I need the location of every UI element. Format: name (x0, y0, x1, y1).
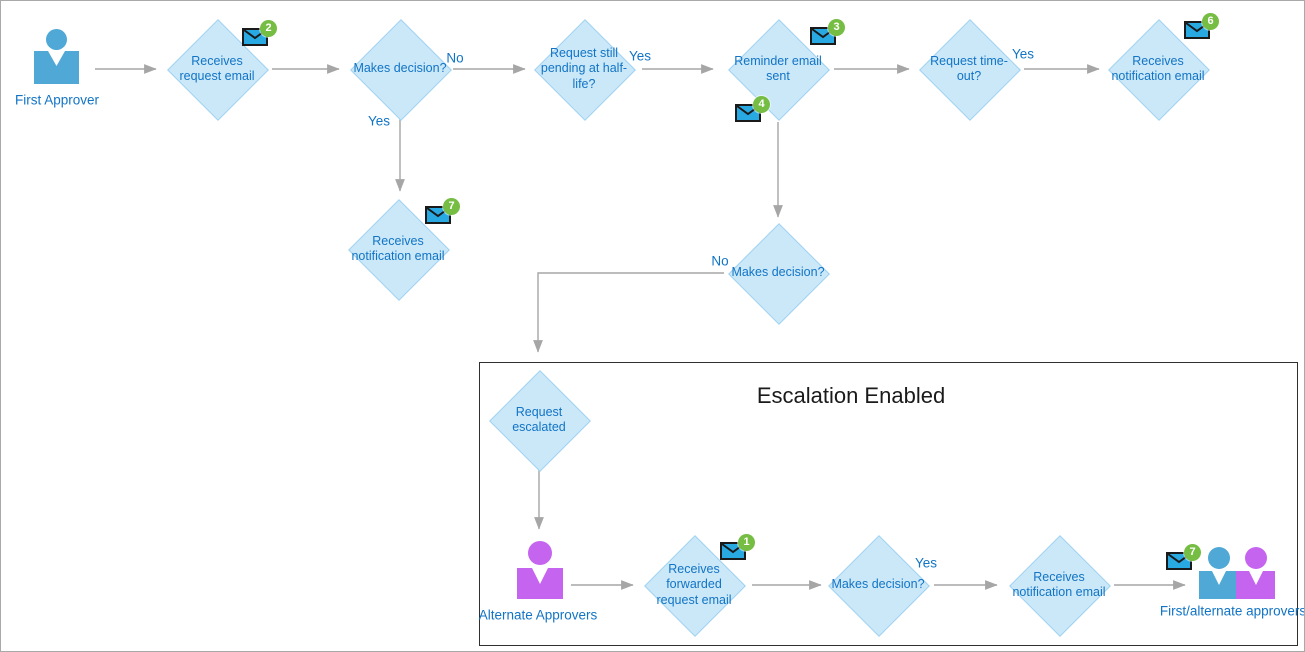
node-makes-decision-alternate: Makes decision? (826, 533, 930, 637)
node-label: Receives request email (179, 53, 255, 83)
email-badge-1: 1 (720, 534, 756, 561)
badge-count: 7 (443, 198, 460, 215)
email-badge-6: 6 (1184, 13, 1220, 40)
node-makes-decision-second: Makes decision? (726, 221, 830, 325)
node-receives-forwarded-request: Receives forwarded request email (642, 533, 746, 637)
escalation-title: Escalation Enabled (756, 383, 946, 408)
badge-count: 4 (753, 96, 770, 113)
email-badge-3: 3 (810, 19, 846, 46)
edge-label-yes: Yes (367, 113, 391, 129)
edge-label-yes: Yes (1011, 46, 1035, 62)
node-receives-notification-alternate: Receives notification email (1007, 533, 1111, 637)
badge-count: 2 (260, 20, 277, 37)
node-receives-request-email: Receives request email (165, 17, 269, 121)
node-label: Makes decision? (731, 265, 825, 280)
badge-count: 1 (738, 534, 755, 551)
edge-label-no: No (711, 253, 729, 269)
person-icon (517, 541, 563, 599)
email-badge-7-alt: 7 (1166, 544, 1202, 571)
node-receives-notification-timeout: Receives notification email (1106, 17, 1210, 121)
node-request-still-pending: Request still pending at half-life? (532, 17, 636, 121)
first-approver-actor (34, 29, 79, 89)
node-label: Request still pending at half-life? (540, 46, 628, 91)
node-request-escalated: Request escalated (487, 368, 591, 472)
first-approver-label: First Approver (14, 92, 100, 108)
node-label: Makes decision? (831, 577, 925, 592)
node-label: Makes decision? (353, 61, 447, 76)
alternate-approvers-actor (517, 541, 563, 604)
node-label: Receives notification email (1012, 569, 1106, 599)
edge-label-yes: Yes (914, 555, 938, 571)
node-label: Request escalated (512, 404, 566, 434)
node-label: Receives notification email (1111, 53, 1205, 83)
node-request-time-out: Request time-out? (917, 17, 1021, 121)
node-label: Receives forwarded request email (656, 562, 732, 607)
node-reminder-email-sent: Reminder email sent (726, 17, 830, 121)
first-alternate-approvers-label: First/alternate approvers (1159, 603, 1305, 619)
node-label: Reminder email sent (734, 53, 822, 83)
edge-label-no: No (446, 50, 464, 66)
people-icon (1199, 547, 1275, 599)
node-receives-notification-approved: Receives notification email (346, 197, 450, 301)
badge-count: 7 (1184, 544, 1201, 561)
email-badge-7: 7 (425, 198, 461, 225)
node-label: Receives notification email (351, 233, 445, 263)
node-makes-decision-first: Makes decision? (348, 17, 452, 121)
badge-count: 6 (1202, 13, 1219, 30)
email-badge-2: 2 (242, 20, 278, 47)
edge-label-yes: Yes (628, 48, 652, 64)
email-badge-4: 4 (735, 96, 771, 123)
alternate-approvers-label: Alternate Approvers (478, 607, 598, 623)
badge-count: 3 (828, 19, 845, 36)
person-icon (34, 29, 79, 84)
escalation-enabled-box (479, 362, 1298, 646)
node-label: Request time-out? (930, 53, 1008, 83)
first-alternate-approvers-actor (1199, 547, 1275, 604)
